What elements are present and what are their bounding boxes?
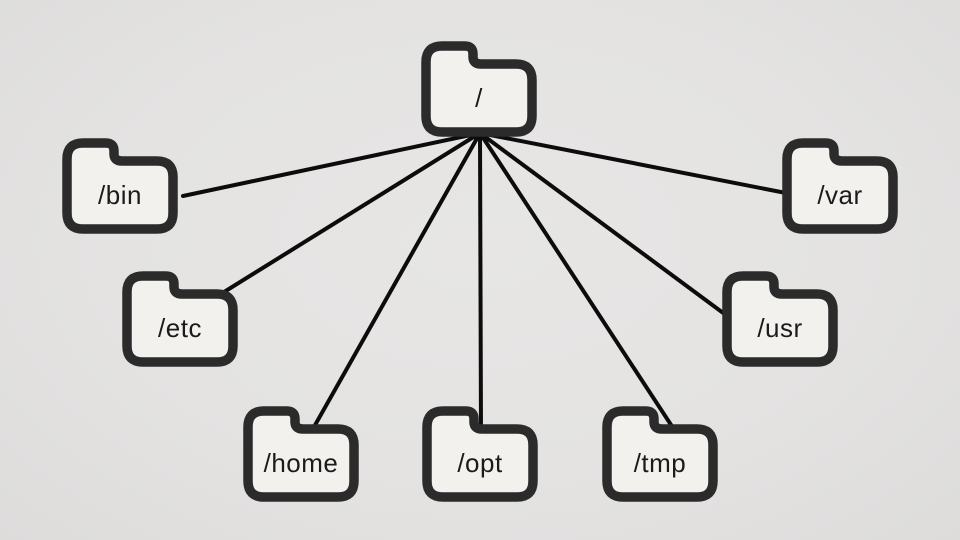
folder-label-usr: /usr <box>757 313 803 343</box>
folder-node-usr: /usr <box>722 271 838 367</box>
folder-label-home: /home <box>263 448 339 478</box>
edge-root-tmp <box>478 131 679 436</box>
edge-root-home <box>308 131 482 436</box>
folder-icon <box>62 138 178 234</box>
folder-icon <box>422 406 538 502</box>
folder-node-bin: /bin <box>62 138 178 234</box>
folder-label-root: / <box>475 83 483 113</box>
folder-label-opt: /opt <box>457 448 503 478</box>
folder-node-home: /home <box>243 406 359 502</box>
folder-icon <box>782 138 898 234</box>
folder-icon <box>722 271 838 367</box>
edge-root-usr <box>478 131 736 323</box>
folder-node-root: / <box>421 41 537 137</box>
folder-label-var: /var <box>817 180 863 210</box>
folder-node-etc: /etc <box>122 271 238 367</box>
edge-root-bin <box>181 131 482 198</box>
edge-root-var <box>478 131 793 196</box>
folder-icon <box>602 406 718 502</box>
folder-node-opt: /opt <box>422 406 538 502</box>
edge-root-etc <box>214 131 482 299</box>
edge-root-opt <box>478 131 483 436</box>
folder-label-tmp: /tmp <box>633 448 687 478</box>
folder-node-tmp: /tmp <box>602 406 718 502</box>
folder-icon <box>421 41 537 137</box>
folder-icon <box>122 271 238 367</box>
folder-label-etc: /etc <box>158 313 202 343</box>
folder-node-var: /var <box>782 138 898 234</box>
folder-label-bin: /bin <box>98 180 142 210</box>
folder-icon <box>243 406 359 502</box>
